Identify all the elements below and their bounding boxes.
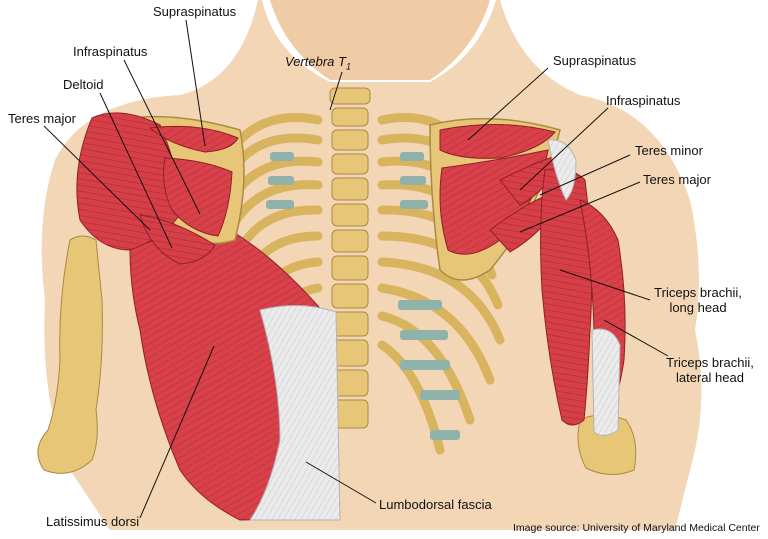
image-credit: Image source: University of Maryland Med… [513,522,760,534]
label-vertebra-t1: Vertebra T1 [285,54,351,72]
label-triceps-long-head: Triceps brachii, long head [654,285,742,315]
left-supraspinatus-muscle [148,125,239,153]
label-lumbodorsal-fascia: Lumbodorsal fascia [379,497,492,512]
spine [329,87,371,429]
label-infraspinatus-left: Infraspinatus [73,44,148,59]
label-infraspinatus-right: Infraspinatus [606,93,681,108]
label-teres-major-left: Teres major [8,111,76,126]
triceps-long-head-muscle [540,168,593,426]
left-infraspinatus-muscle [163,157,233,237]
label-triceps-lateral-head: Triceps brachii, lateral head [666,355,754,385]
left-humerus [37,235,103,474]
right-supraspinatus-muscle [439,123,556,159]
lumbodorsal-fascia [249,304,341,521]
costal-cartilage [266,152,460,440]
label-supraspinatus-right: Supraspinatus [553,53,637,68]
label-teres-minor: Teres minor [635,143,703,158]
shoulder-tendon [547,139,577,201]
label-teres-major-right: Teres major [643,172,711,187]
label-latissimus-dorsi: Latissimus dorsi [46,514,140,529]
triceps-tendon [591,328,621,436]
left-teres-major-muscle [139,214,216,265]
label-supraspinatus-left: Supraspinatus [153,4,237,19]
label-deltoid: Deltoid [63,77,104,92]
leader-lines [43,19,669,519]
